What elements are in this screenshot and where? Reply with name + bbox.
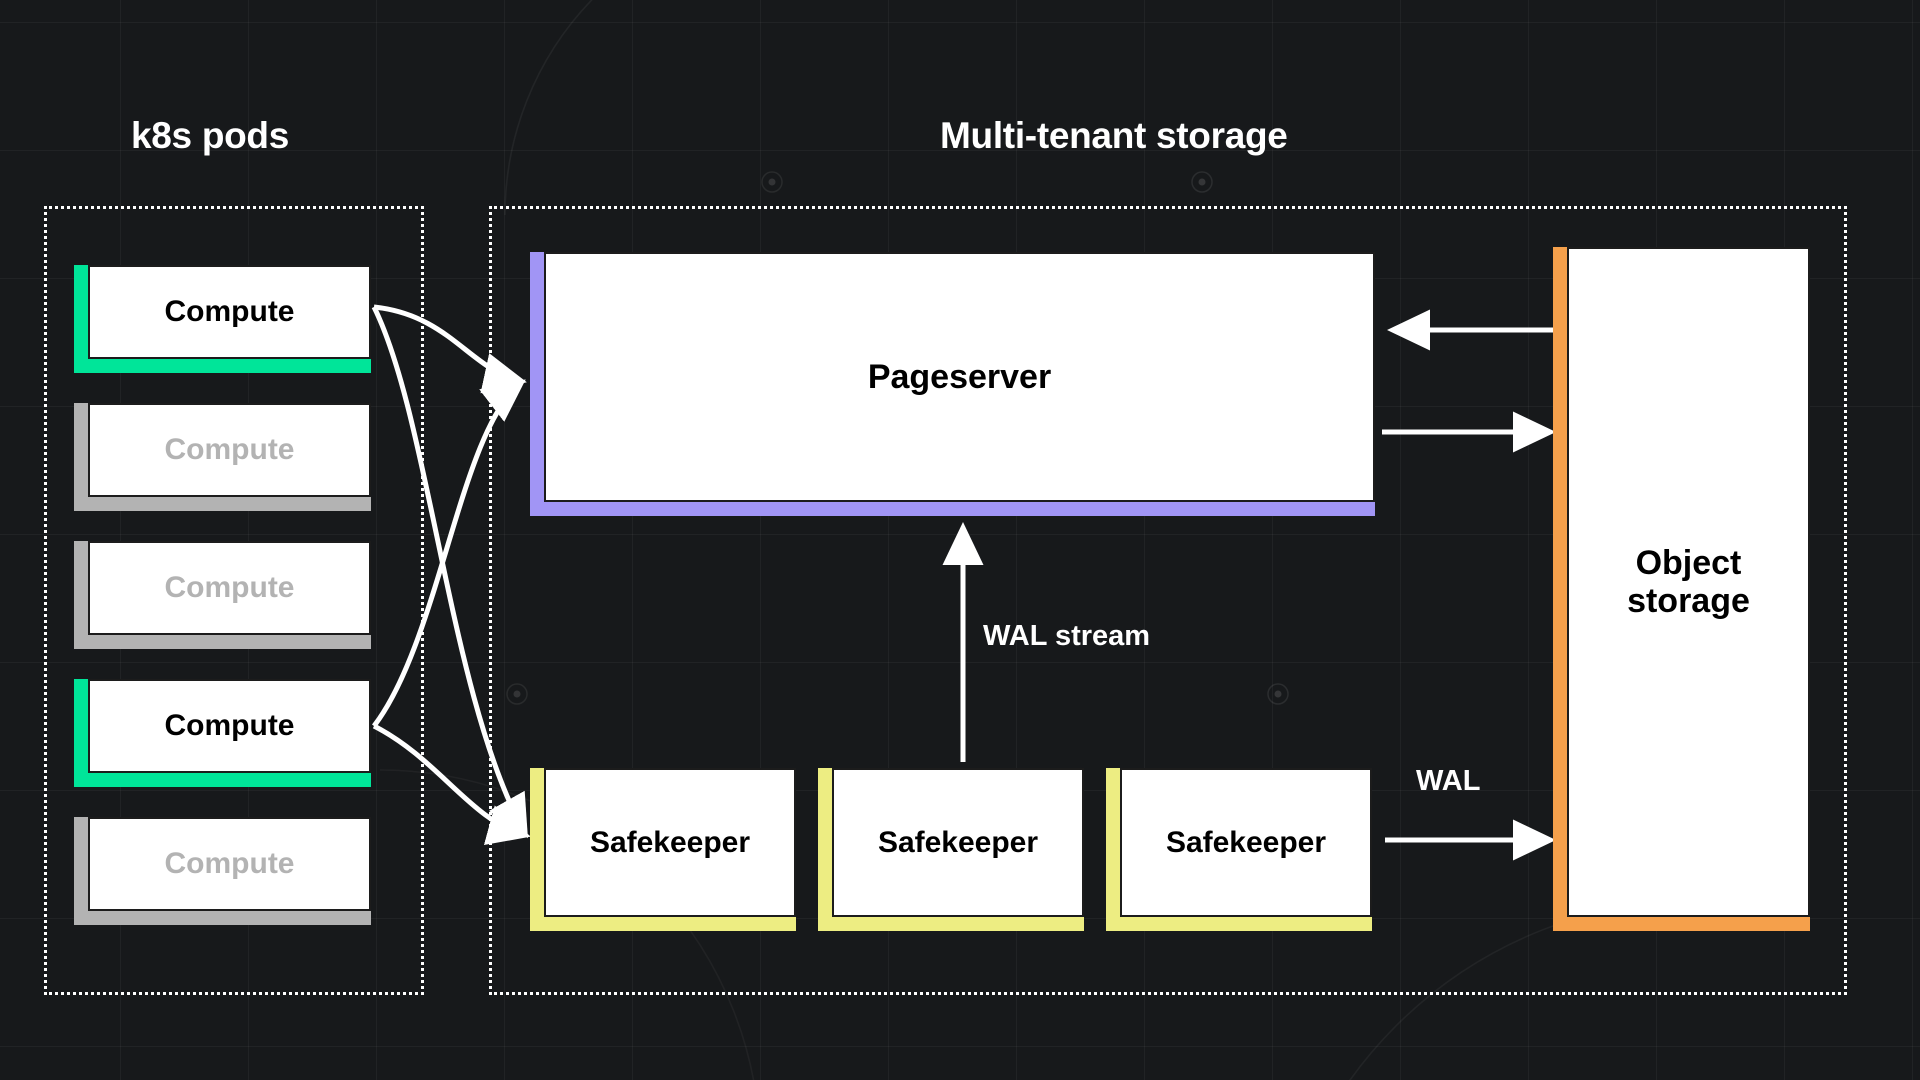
objectstorage-accent-shadow xyxy=(1553,247,1810,931)
accent-bar-vertical xyxy=(1553,247,1567,931)
compute-label: Compute xyxy=(164,295,295,329)
compute-accent-shadow xyxy=(74,403,371,511)
node-compute-1[interactable]: Compute xyxy=(74,265,371,373)
safekeeper-accent-shadow xyxy=(818,768,1084,931)
node-compute-3[interactable]: Compute xyxy=(74,541,371,649)
accent-bar-horizontal xyxy=(74,635,371,649)
compute-label: Compute xyxy=(164,709,295,743)
safekeeper-card: Safekeeper xyxy=(832,768,1084,917)
compute-card: Compute xyxy=(88,817,371,911)
accent-bar-horizontal xyxy=(74,773,371,787)
safekeeper-accent-shadow xyxy=(530,768,796,931)
accent-bar-horizontal xyxy=(74,911,371,925)
object-storage-card: Object storage xyxy=(1567,247,1810,917)
accent-bar-vertical xyxy=(530,252,544,516)
safekeeper-card: Safekeeper xyxy=(1120,768,1372,917)
compute-label: Compute xyxy=(164,433,295,467)
node-compute-2[interactable]: Compute xyxy=(74,403,371,511)
accent-bar-horizontal xyxy=(530,502,1375,516)
accent-bar-vertical xyxy=(818,768,832,931)
accent-bar-horizontal xyxy=(74,359,371,373)
accent-bar-vertical xyxy=(74,817,88,925)
node-safekeeper-1[interactable]: Safekeeper xyxy=(530,768,796,931)
edge-label-wal: WAL xyxy=(1416,765,1481,797)
accent-bar-horizontal xyxy=(74,497,371,511)
accent-bar-vertical xyxy=(74,541,88,649)
safekeeper-label: Safekeeper xyxy=(877,825,1039,859)
edge-label-wal-stream: WAL stream xyxy=(983,620,1151,652)
pageserver-accent-shadow xyxy=(530,252,1375,516)
accent-bar-vertical xyxy=(74,403,88,511)
object-storage-label: Object storage xyxy=(1627,544,1750,620)
accent-bar-vertical xyxy=(74,265,88,373)
node-compute-4[interactable]: Compute xyxy=(74,679,371,787)
accent-bar-horizontal xyxy=(530,917,796,931)
node-compute-5[interactable]: Compute xyxy=(74,817,371,925)
accent-bar-horizontal xyxy=(1553,917,1810,931)
compute-accent-shadow xyxy=(74,541,371,649)
compute-accent-shadow xyxy=(74,679,371,787)
compute-card: Compute xyxy=(88,403,371,497)
object-storage-label-line1: Object xyxy=(1635,543,1742,582)
compute-label: Compute xyxy=(164,847,295,881)
safekeeper-label: Safekeeper xyxy=(589,825,751,859)
pageserver-label: Pageserver xyxy=(867,357,1052,396)
compute-accent-shadow xyxy=(74,817,371,925)
object-storage-label-line2: storage xyxy=(1627,582,1750,620)
node-object-storage[interactable]: Object storage xyxy=(1553,247,1810,931)
group-title-k8s-pods: k8s pods xyxy=(131,115,289,156)
safekeeper-accent-shadow xyxy=(1106,768,1372,931)
node-pageserver[interactable]: Pageserver xyxy=(530,252,1375,516)
node-safekeeper-3[interactable]: Safekeeper xyxy=(1106,768,1372,931)
safekeeper-label: Safekeeper xyxy=(1165,825,1327,859)
compute-card: Compute xyxy=(88,265,371,359)
safekeeper-card: Safekeeper xyxy=(544,768,796,917)
accent-bar-horizontal xyxy=(818,917,1084,931)
accent-bar-horizontal xyxy=(1106,917,1372,931)
group-title-multi-tenant-storage: Multi-tenant storage xyxy=(940,115,1288,156)
compute-label: Compute xyxy=(164,571,295,605)
accent-bar-vertical xyxy=(1106,768,1120,931)
compute-card: Compute xyxy=(88,541,371,635)
accent-bar-vertical xyxy=(74,679,88,787)
compute-accent-shadow xyxy=(74,265,371,373)
compute-card: Compute xyxy=(88,679,371,773)
pageserver-card: Pageserver xyxy=(544,252,1375,502)
accent-bar-vertical xyxy=(530,768,544,931)
node-safekeeper-2[interactable]: Safekeeper xyxy=(818,768,1084,931)
